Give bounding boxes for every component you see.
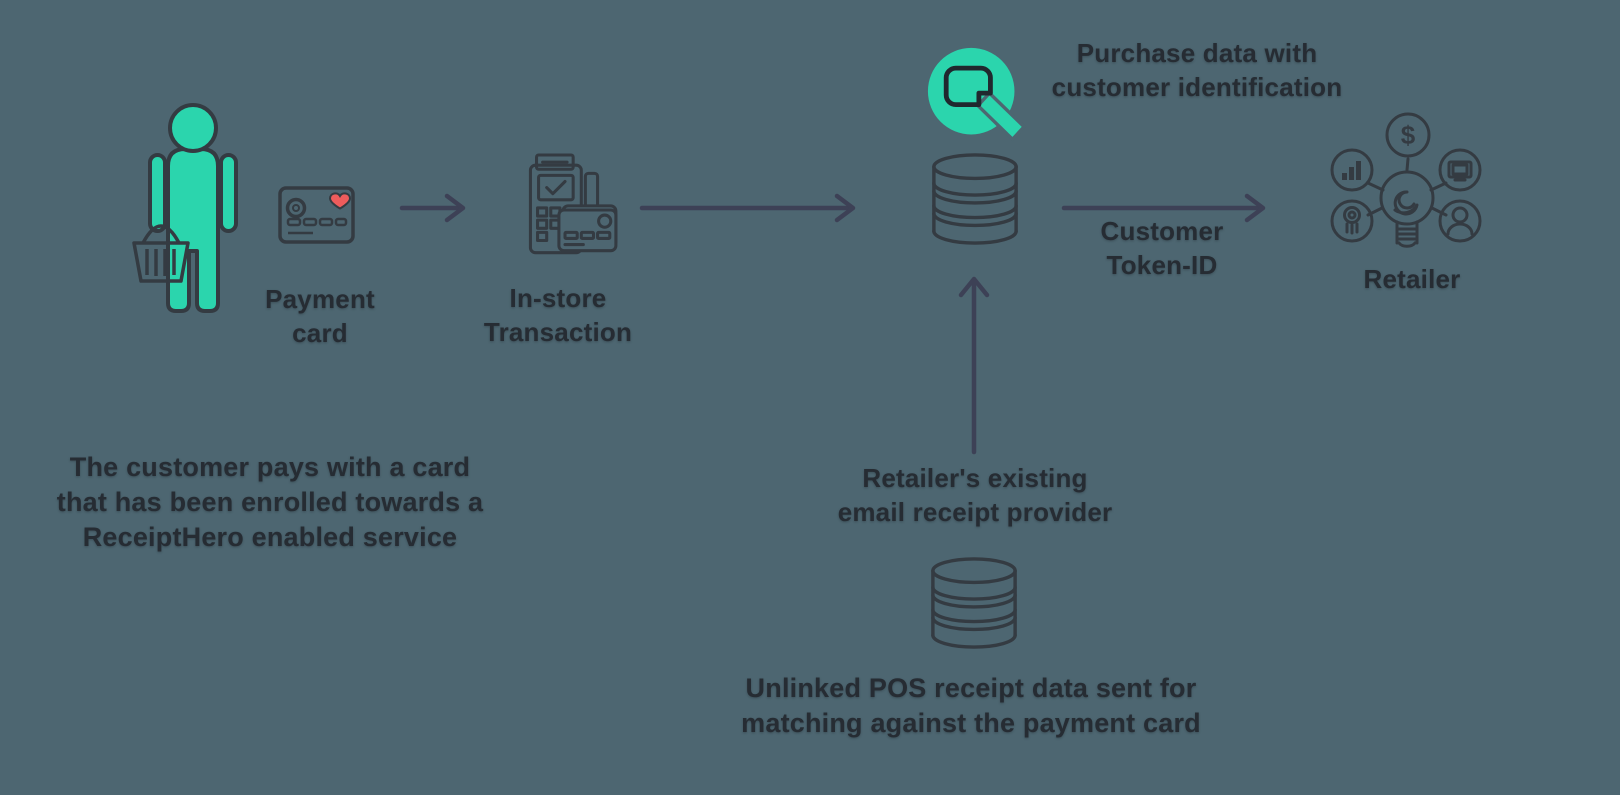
customer-pays-label: The customer pays with a card that has b… [56, 452, 484, 552]
in-store-transaction-label: In-store Transaction [483, 283, 633, 347]
purchase-data-label: Purchase data with customer identificati… [1051, 38, 1343, 102]
heart-icon [328, 192, 352, 210]
pos-terminal-icon [528, 153, 618, 255]
database-icon [932, 153, 1018, 245]
database-icon [931, 557, 1017, 649]
person-with-basket-icon [132, 103, 238, 313]
arrow-right-icon [639, 193, 856, 223]
email-receipt-provider-label: Retailer's existing email receipt provid… [837, 463, 1113, 527]
unlinked-pos-data-label: Unlinked POS receipt data sent for match… [741, 673, 1201, 738]
customer-token-id-label: Customer Token-ID [1100, 216, 1224, 280]
receipthero-logo-icon [927, 47, 1027, 142]
arrow-right-icon [1061, 193, 1266, 223]
arrow-up-icon [958, 276, 990, 455]
badge-icon [1330, 199, 1374, 243]
arrow-right-icon [399, 193, 466, 223]
dollar-icon [1385, 112, 1431, 158]
person-icon [1438, 199, 1482, 243]
retailer-label: Retailer [1363, 264, 1461, 294]
bar-chart-icon [1330, 148, 1374, 192]
monitor-icon [1438, 148, 1482, 192]
retailer-icon: $ [1330, 112, 1482, 248]
payment-card-icon [278, 186, 355, 244]
dollar-sign: $ [1401, 120, 1416, 150]
payment-card-label: Payment card [265, 284, 375, 348]
